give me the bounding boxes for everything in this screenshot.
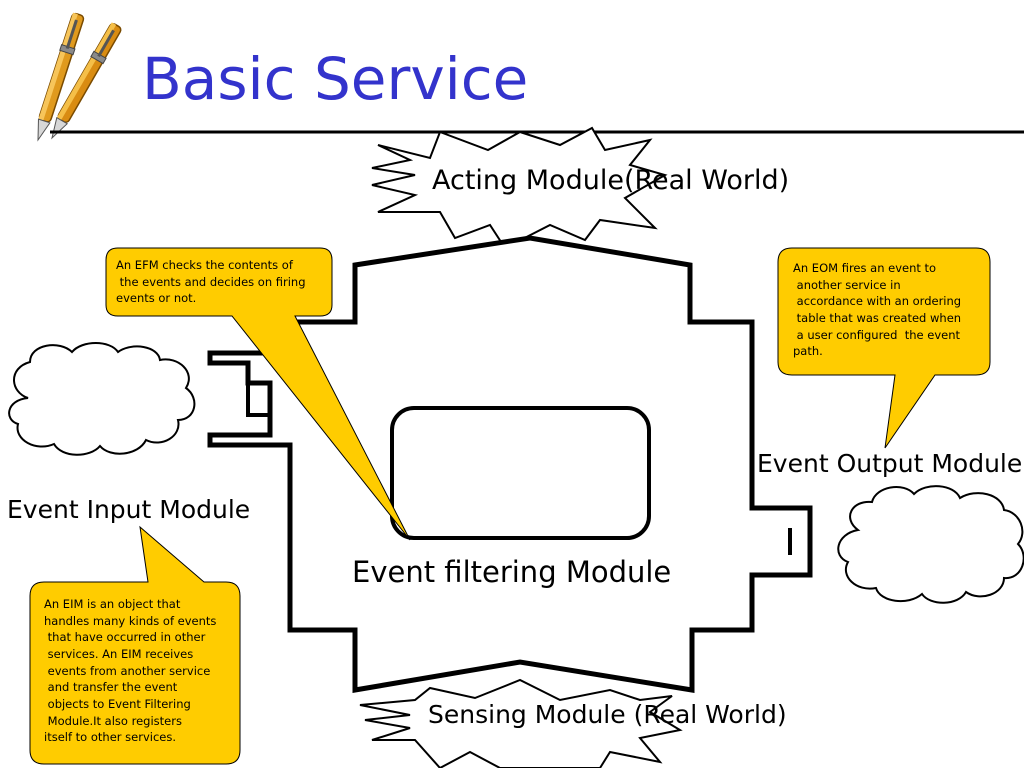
- eim-line-5: events from another service: [44, 663, 211, 678]
- eim-line-6: and transfer the event: [44, 680, 178, 695]
- eom-line-6: path.: [793, 344, 823, 359]
- sensing-module-label: Sensing Module (Real World): [428, 700, 787, 729]
- output-cloud: [837, 485, 1024, 604]
- input-slot-detail: [246, 383, 270, 417]
- input-module-label: Event Input Module: [7, 495, 251, 524]
- eim-callout-shape: [29, 525, 241, 765]
- eom-callout-shape: [777, 247, 991, 449]
- filter-rule-box: [390, 406, 651, 540]
- eom-line-1: An EOM fires an event to: [793, 261, 937, 275]
- eim-line-2: handles many kinds of events: [44, 613, 217, 628]
- output-module-label: Event Output Module: [757, 449, 1023, 478]
- eim-line-4: services. An EIM receives: [44, 647, 194, 662]
- eom-line-3: accordance with an ordering: [793, 294, 962, 309]
- eom-line-4: table that was created when: [793, 311, 962, 326]
- efm-line-1: An EFM checks the contents of: [116, 258, 293, 272]
- acting-module-burst: [371, 126, 668, 250]
- eom-line-5: a user configured the event: [793, 327, 961, 342]
- slide-title: Basic Service: [142, 45, 529, 113]
- eim-line-7: objects to Event Filtering: [44, 697, 191, 712]
- eim-line-1: An EIM is an object that: [44, 597, 181, 611]
- pens-icon: [37, 12, 122, 142]
- eim-line-9: itself to other services.: [44, 730, 177, 745]
- sensing-module-burst: [359, 678, 683, 768]
- filtering-module-label: Event filtering Module: [352, 555, 672, 589]
- acting-module-label: Acting Module(Real World): [432, 165, 790, 196]
- efm-line-3: events or not.: [116, 291, 197, 306]
- eim-line-3: that have occurred in other: [44, 630, 206, 645]
- eom-line-2: another service in: [793, 277, 901, 292]
- efm-line-2: the events and decides on firing: [116, 274, 306, 289]
- eim-line-8: Module.It also registers: [44, 713, 182, 728]
- efm-callout-text: An EFM checks the contents of the events…: [116, 257, 328, 307]
- input-cloud: [8, 342, 196, 456]
- efm-callout-shape: [105, 247, 411, 541]
- eom-callout-text: An EOM fires an event to another service…: [793, 260, 983, 360]
- eim-callout-text: An EIM is an object that handles many ki…: [44, 596, 236, 746]
